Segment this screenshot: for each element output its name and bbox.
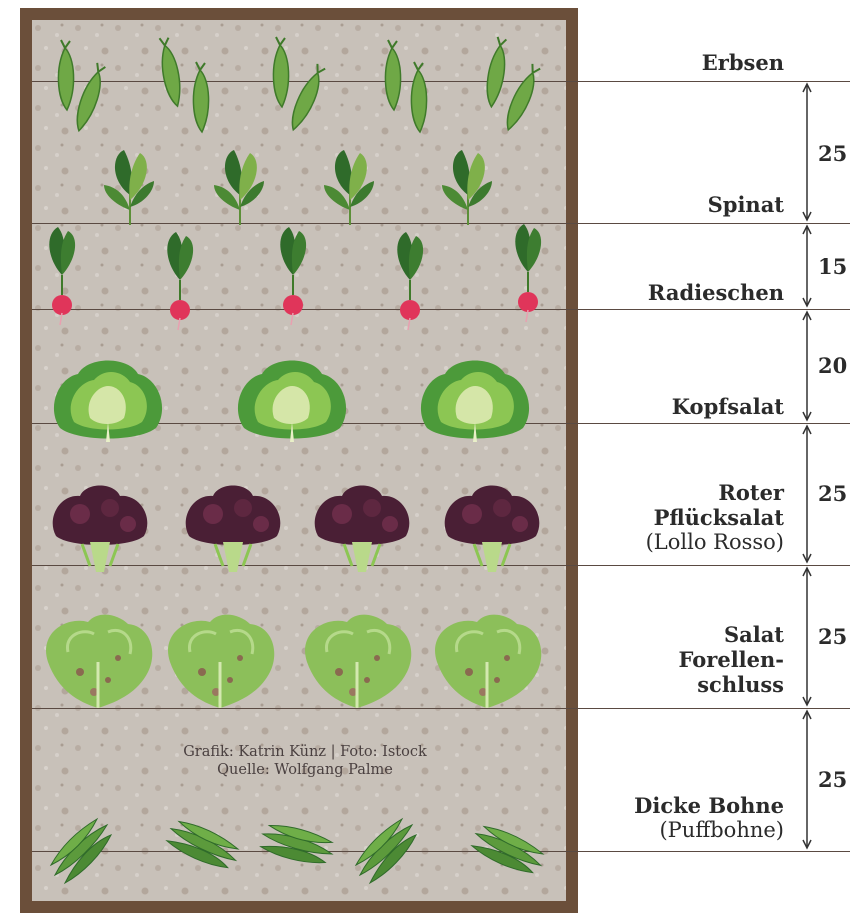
- distance-dicke-bohne: 25: [818, 767, 847, 792]
- broad-bean-plant: [51, 803, 548, 889]
- romaine-lettuce-plant: [46, 615, 541, 708]
- spinach-plant: [104, 150, 492, 225]
- radish-plant: [49, 224, 541, 330]
- lollo-rosso-plant: [53, 486, 540, 573]
- pea-plant: [58, 36, 543, 133]
- label-spinat: Spinat: [708, 192, 784, 217]
- label-lollo-rosso: Roter Pflücksalat (Lollo Rosso): [646, 480, 784, 555]
- credit-source: Quelle: Wolfgang Palme: [32, 761, 578, 779]
- label-kopfsalat: Kopfsalat: [672, 394, 784, 419]
- label-forellenschluss: Salat Forellen- schluss: [679, 622, 785, 697]
- distance-forellenschluss: 25: [818, 624, 847, 649]
- image-credit: Grafik: Katrin Künz | Foto: Istock Quell…: [32, 743, 578, 779]
- head-lettuce-plant: [54, 361, 529, 443]
- distance-arrows: [803, 84, 811, 848]
- distance-radieschen: 15: [818, 254, 847, 279]
- distance-kopfsalat: 20: [818, 353, 847, 378]
- distance-lollo-rosso: 25: [818, 481, 847, 506]
- distance-spinat: 25: [818, 141, 847, 166]
- credit-graphic: Grafik: Katrin Künz | Foto: Istock: [32, 743, 578, 761]
- label-dicke-bohne: Dicke Bohne (Puffbohne): [634, 793, 784, 843]
- label-radieschen: Radieschen: [648, 280, 784, 305]
- label-erbsen: Erbsen: [702, 50, 784, 75]
